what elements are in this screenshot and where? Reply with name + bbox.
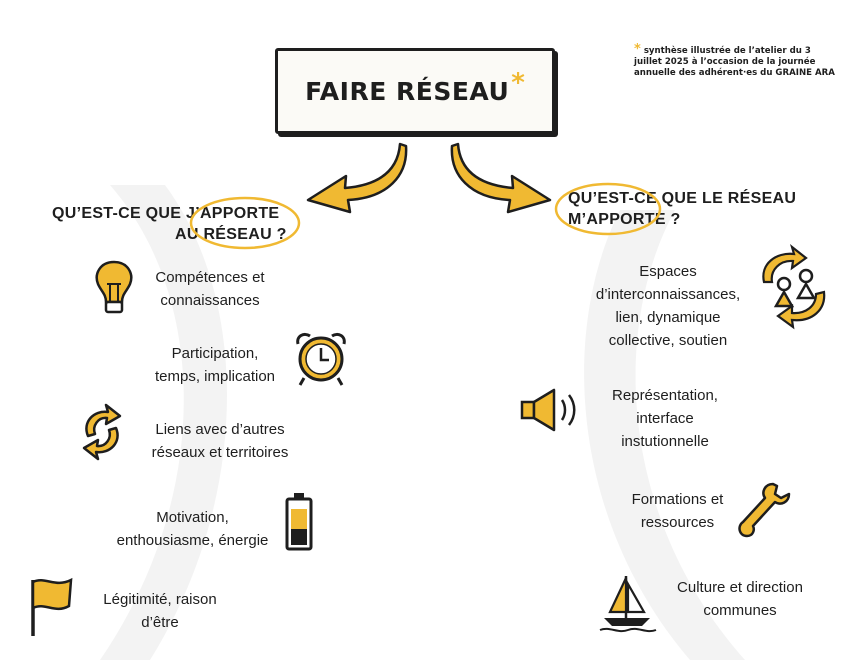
list-item: Liens avec d’autres réseaux et territoir… [151,421,289,461]
right-heading-line1: QU’EST-CE QUE LE RÉSEAU [568,190,797,207]
alarm-clock-icon [296,332,346,386]
title-box: FAIRE RÉSEAU * [275,48,555,134]
left-heading-line1: QU’EST-CE QUE J’APPORTE [52,205,280,222]
list-item: Légitimité, raison d’être [103,591,217,631]
page-title: FAIRE RÉSEAU [305,76,510,106]
arrow-right-icon [450,142,552,214]
note-asterisk: * [634,42,641,57]
right-heading-circle [554,182,662,236]
battery-icon [285,493,313,551]
list-item: Culture et direction communes [677,579,803,619]
people-exchange-icon [762,244,826,330]
list-item: Formations et ressources [631,491,724,531]
list-item: Compétences et connaissances [155,269,265,309]
wrench-icon [738,482,791,538]
list-item: Représentation, interface instutionnelle [612,387,718,450]
list-item: Motivation, enthousiasme, énergie [116,509,269,549]
arrow-left-icon [306,142,408,214]
note-text: synthèse illustrée de l’atelier du 3 jui… [634,46,835,78]
cycle-arrows-icon [82,403,122,461]
left-heading-circle [189,196,301,250]
list-item: Espaces d’interconnaissances, lien, dyna… [595,263,741,349]
megaphone-icon [520,388,576,432]
lightbulb-icon [95,260,133,314]
footnote: * synthèse illustrée de l’atelier du 3 j… [634,42,839,79]
flag-icon [31,577,73,636]
title-asterisk: * [511,68,525,98]
list-item: Participation, temps, implication [154,345,276,385]
sailboat-icon [599,576,657,633]
